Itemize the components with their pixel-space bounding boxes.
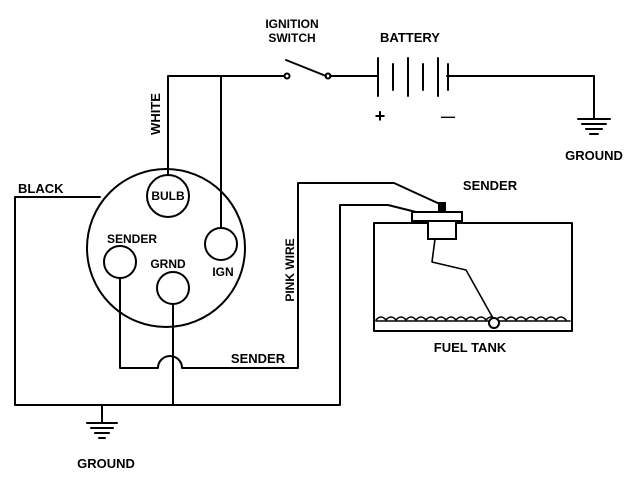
battery-ground-symbol <box>577 118 611 135</box>
black-wire-label: BLACK <box>18 181 64 196</box>
bulb-terminal <box>146 174 190 218</box>
ignition-switch-label-line2: SWITCH <box>268 31 315 45</box>
ignition-switch <box>283 59 371 80</box>
pink-wire-label: PINK WIRE <box>283 238 297 301</box>
fuel-tank-label: FUEL TANK <box>434 340 507 355</box>
white-wire-bulb <box>167 75 286 177</box>
ign-terminal <box>204 227 238 261</box>
gauge-body <box>86 168 246 328</box>
sender-terminal-label: SENDER <box>107 232 157 246</box>
battery-symbol <box>369 57 449 97</box>
sender-wire-label: SENDER <box>231 351 286 366</box>
sender-terminal <box>103 245 137 279</box>
black-wire <box>14 196 429 406</box>
battery-plus-label: + <box>375 106 386 126</box>
white-wire-label: WHITE <box>148 93 163 135</box>
battery-label: BATTERY <box>380 30 440 45</box>
ignition-switch-label-line1: IGNITION <box>265 17 318 31</box>
battery-minus-label: — <box>441 108 455 124</box>
sender-top-label: SENDER <box>463 178 518 193</box>
bulb-terminal-label: BULB <box>151 189 185 203</box>
gauge-ground-symbol <box>86 422 118 439</box>
ground-label-gauge: GROUND <box>77 456 135 471</box>
grnd-terminal-label: GRND <box>150 257 186 271</box>
ground-label-battery: GROUND <box>565 148 623 163</box>
sender-wire <box>119 182 443 369</box>
battery-to-ground-wire <box>446 75 595 119</box>
fuel-tank-body <box>373 222 573 332</box>
grnd-terminal <box>156 271 190 305</box>
fuel-level-waves <box>375 316 567 321</box>
ign-terminal-label: IGN <box>212 265 233 279</box>
tank-sender-unit <box>411 202 500 329</box>
